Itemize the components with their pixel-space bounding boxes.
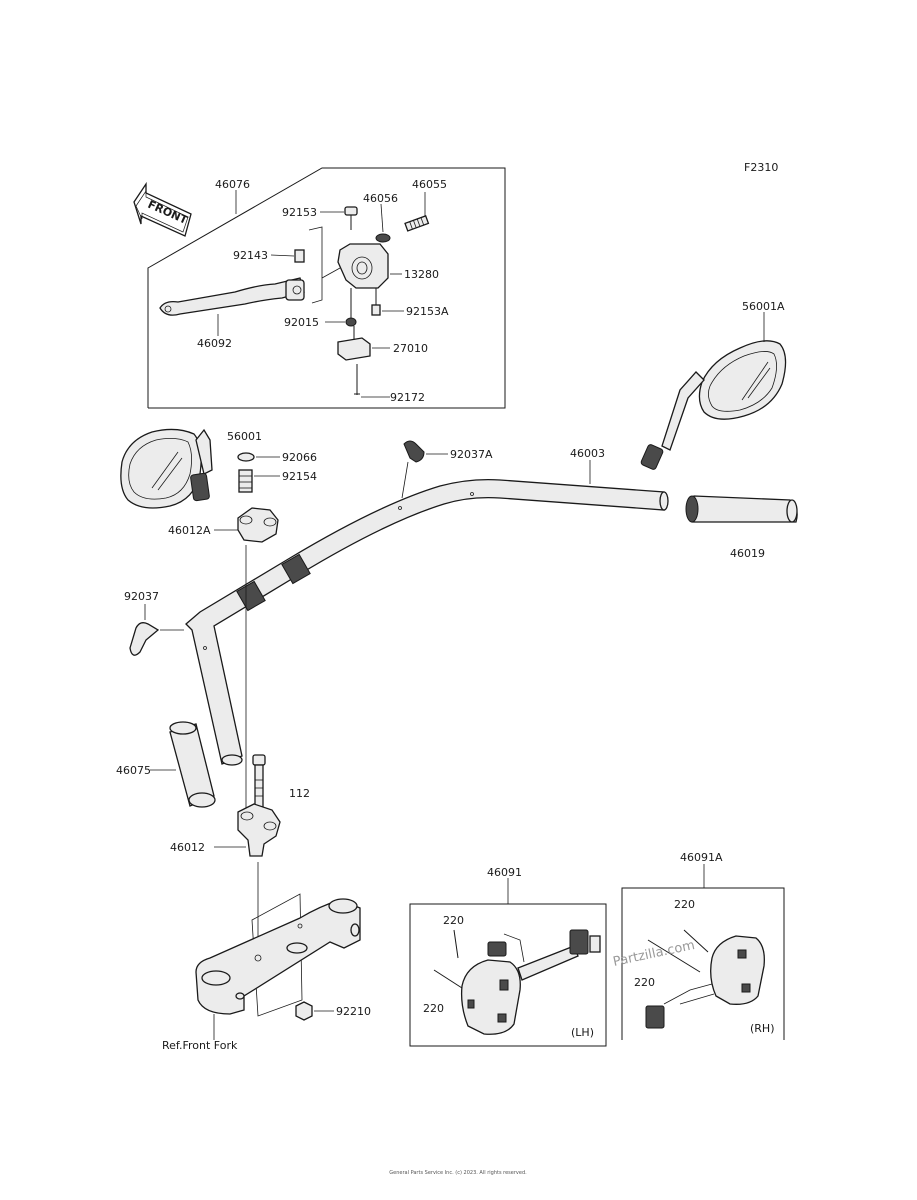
label-27010: 27010 bbox=[393, 342, 428, 355]
label-46012A: 46012A bbox=[168, 524, 211, 537]
switch-46091[interactable] bbox=[460, 929, 601, 1035]
label-92143: 92143 bbox=[233, 249, 268, 262]
label-220-rh-bottom: 220 bbox=[634, 976, 655, 989]
nut-92015[interactable] bbox=[345, 317, 357, 327]
label-46076: 46076 bbox=[215, 178, 250, 191]
bolt-112[interactable] bbox=[252, 754, 266, 808]
fork-clamp[interactable] bbox=[195, 898, 361, 1015]
ref-front-fork-label: Ref.Front Fork bbox=[162, 1039, 238, 1052]
label-46091: 46091 bbox=[487, 866, 522, 879]
label-220-rh-top: 220 bbox=[674, 898, 695, 911]
grip-46075[interactable] bbox=[169, 721, 216, 808]
rh-label: (RH) bbox=[750, 1022, 775, 1035]
label-46091A: 46091A bbox=[680, 851, 723, 864]
lever-pivot bbox=[285, 279, 305, 301]
label-92153: 92153 bbox=[282, 206, 317, 219]
label-92066: 92066 bbox=[282, 451, 317, 464]
lever-assembly-group: FRONT bbox=[133, 167, 506, 409]
label-112: 112 bbox=[289, 787, 310, 800]
front-arrow-icon: FRONT bbox=[133, 181, 192, 237]
label-46092: 46092 bbox=[197, 337, 232, 350]
label-56001A: 56001A bbox=[742, 300, 785, 313]
label-92015: 92015 bbox=[284, 316, 319, 329]
diagram-code: F2310 bbox=[744, 161, 778, 174]
washer-92066[interactable] bbox=[237, 452, 255, 462]
label-92037: 92037 bbox=[124, 590, 159, 603]
bolt-92153[interactable] bbox=[344, 206, 358, 216]
grip-46019[interactable] bbox=[685, 495, 798, 523]
label-92037A: 92037A bbox=[450, 448, 493, 461]
lh-label: (LH) bbox=[571, 1026, 594, 1039]
label-56001: 56001 bbox=[227, 430, 262, 443]
bolt-92154[interactable] bbox=[238, 469, 253, 493]
label-92210: 92210 bbox=[336, 1005, 371, 1018]
switch-46091A[interactable] bbox=[645, 935, 765, 1029]
screw-46055[interactable] bbox=[404, 215, 430, 232]
label-46019: 46019 bbox=[730, 547, 765, 560]
watermark: Partzilla.com bbox=[612, 938, 696, 970]
label-13280: 13280 bbox=[404, 268, 439, 281]
copyright-text: General Parts Service Inc. (c) 2023. All… bbox=[389, 1170, 527, 1176]
label-46012: 46012 bbox=[170, 841, 205, 854]
mirror-56001A[interactable] bbox=[640, 340, 787, 471]
holder-13280[interactable] bbox=[337, 243, 389, 289]
label-92153A: 92153A bbox=[406, 305, 449, 318]
label-46055: 46055 bbox=[412, 178, 447, 191]
label-46075: 46075 bbox=[116, 764, 151, 777]
label-46056: 46056 bbox=[363, 192, 398, 205]
label-220-lh-top: 220 bbox=[443, 914, 464, 927]
holder-46012[interactable] bbox=[237, 803, 281, 857]
clip-92037A[interactable] bbox=[403, 440, 425, 463]
holder-46012A[interactable] bbox=[237, 507, 279, 543]
handlebar-46003[interactable] bbox=[185, 478, 669, 766]
label-46003: 46003 bbox=[570, 447, 605, 460]
bolt-92153A[interactable] bbox=[371, 304, 381, 316]
mirror-56001[interactable] bbox=[120, 428, 213, 509]
lever-46092[interactable] bbox=[159, 277, 305, 316]
label-92172: 92172 bbox=[390, 391, 425, 404]
label-220-lh-bottom: 220 bbox=[423, 1002, 444, 1015]
switch-box-rh bbox=[621, 887, 785, 1040]
bushing-92143[interactable] bbox=[294, 249, 305, 263]
lever-assembly-box bbox=[147, 167, 506, 409]
clip-92037[interactable] bbox=[129, 622, 160, 656]
nut-92210[interactable] bbox=[295, 1001, 313, 1021]
label-92154: 92154 bbox=[282, 470, 317, 483]
cap-46056[interactable] bbox=[375, 233, 391, 243]
switch-27010[interactable] bbox=[337, 337, 371, 361]
